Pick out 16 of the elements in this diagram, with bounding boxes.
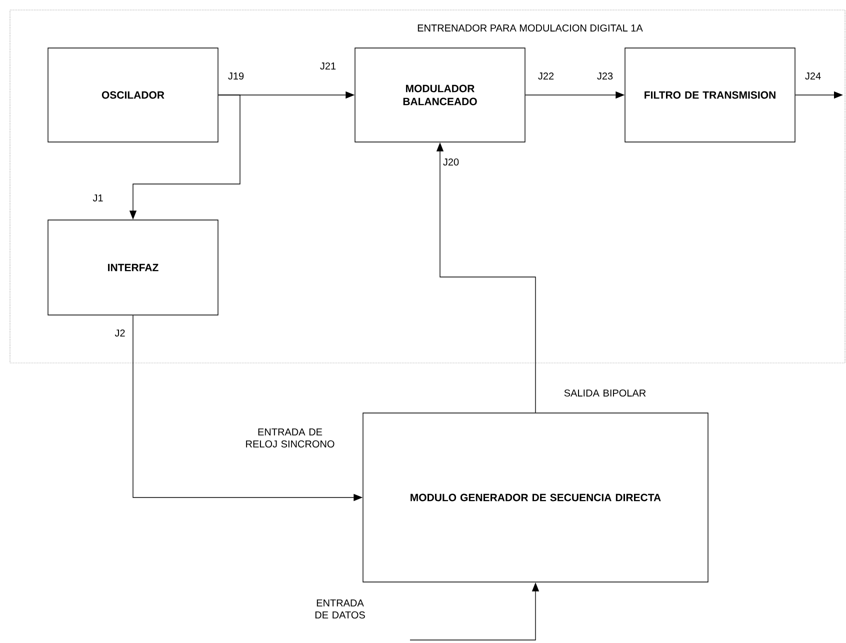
port-label: J19: [228, 72, 244, 80]
port-label: J24: [805, 72, 821, 80]
port-label: J21: [320, 62, 336, 70]
block-box: FILTRO DE TRANSMISION: [624, 48, 796, 142]
port-label: J20: [443, 158, 459, 166]
port-label: ENTRADA DE RELOJ SINCRONO: [246, 428, 334, 448]
block-box: OSCILADOR: [48, 48, 218, 142]
port-label: J2: [114, 329, 125, 337]
block-box: INTERFAZ: [48, 220, 218, 316]
port-label: J22: [538, 72, 554, 80]
port-label: SALIDA BIPOLAR: [564, 389, 646, 397]
port-label: J1: [92, 194, 103, 202]
block-box: MODULO GENERADOR DE SECUENCIA DIRECTA: [362, 412, 708, 582]
port-label: J23: [597, 72, 613, 80]
block-box: MODULADOR BALANCEADO: [354, 48, 526, 142]
port-label: ENTRADA DE DATOS: [315, 600, 365, 618]
